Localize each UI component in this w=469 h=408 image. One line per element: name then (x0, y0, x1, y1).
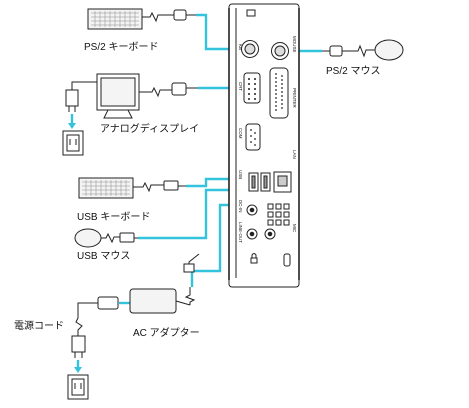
ac-adapter-dc-cable (184, 287, 196, 305)
ps2-mouse-port-inner (274, 45, 286, 57)
usb-keyboard-cable (133, 181, 164, 193)
printer-port-pins (275, 73, 283, 111)
usb-keyboard (78, 177, 186, 199)
ps2-keyboard-keys (91, 11, 139, 27)
usb-mouse-body (74, 228, 102, 248)
display-power-plug (65, 89, 79, 107)
vent-grid (267, 203, 290, 226)
ps2-keyboard-cable (142, 11, 174, 23)
com-port[interactable] (245, 123, 261, 151)
dc-plug (183, 263, 195, 273)
pc-back-panel: KB MOUSE CRT PRINTER COM LAN (228, 3, 300, 288)
ac-adapter-output (175, 300, 191, 306)
monitor-screen-inner (100, 77, 136, 107)
ps2-mouse (322, 39, 404, 61)
analog-display-label: アナログディスプレイ (100, 122, 199, 135)
lan-port-jack (277, 175, 288, 187)
display-power-arrow (68, 123, 76, 129)
power-cord-label: 電源コード (14, 319, 64, 332)
usb-keyboard-keys (82, 180, 130, 196)
mouse-port-label: MOUSE (292, 36, 297, 53)
display-cable (139, 86, 172, 98)
printer-port-label: PRINTER (292, 88, 297, 109)
printer-port[interactable] (269, 67, 289, 119)
ps2-mouse-plug (329, 45, 343, 57)
usb-mouse (74, 228, 138, 248)
crt-port-pins (248, 78, 256, 100)
power-cord-inlet (97, 296, 119, 310)
lan-port-label: LAN (292, 150, 297, 159)
lock-shackle (251, 253, 257, 258)
dc-in-port-pin (249, 207, 255, 213)
com-port-label: COM (238, 128, 243, 139)
display-outlet-face (66, 134, 80, 152)
ps2-keyboard-port-inner (244, 43, 256, 55)
security-slot (283, 253, 291, 267)
usb-mouse-label: USB マウス (77, 250, 130, 262)
usb-keyboard-label: USB キーボード (77, 211, 150, 223)
usb-port-1-slot (251, 175, 256, 189)
usb-mouse-connection (138, 188, 250, 240)
power-cord-arrow (74, 367, 82, 373)
mic-label: MIC (292, 224, 297, 233)
line-out-label: LINE-OUT (238, 222, 243, 243)
usb-keyboard-connection (186, 177, 250, 188)
ps2-keyboard-label: PS/2 キーボード (84, 41, 158, 53)
analog-display (62, 73, 198, 156)
power-cord (67, 296, 119, 400)
crt-port[interactable] (243, 72, 261, 104)
crt-port-label: CRT (238, 82, 243, 91)
dc-in-label: DC-IN (238, 200, 243, 213)
com-port-pins (250, 129, 256, 146)
ac-adapter-label: AC アダプター (133, 326, 200, 339)
ac-adapter-body (129, 288, 177, 314)
ps2-keyboard (87, 8, 196, 30)
display-power-cable (71, 81, 97, 90)
kb-port-label: KB (238, 44, 243, 50)
ps2-mouse-cable (342, 44, 375, 58)
usb-mouse-cable (101, 232, 120, 244)
mic-port-pin (267, 231, 273, 237)
ps2-mouse-body (374, 39, 404, 61)
ps2-keyboard-connection (196, 13, 241, 51)
power-plug (71, 335, 86, 353)
display-plug (171, 82, 187, 96)
line-out-port-pin (249, 231, 255, 237)
lock-symbol (250, 257, 258, 264)
usb-keyboard-plug (163, 180, 179, 191)
usb-port-2-slot (263, 175, 268, 189)
monitor-stand (103, 109, 133, 119)
panel-top-latch (246, 9, 256, 17)
ac-adapter (129, 253, 200, 314)
panel-bracket (228, 8, 300, 280)
usb-mouse-plug (119, 232, 135, 243)
power-cord-cable (75, 302, 98, 336)
usb-port-label: USB (238, 170, 243, 179)
power-outlet-face (71, 378, 85, 396)
ps2-keyboard-plug (173, 9, 187, 21)
ps2-mouse-label: PS/2 マウス (326, 65, 380, 77)
